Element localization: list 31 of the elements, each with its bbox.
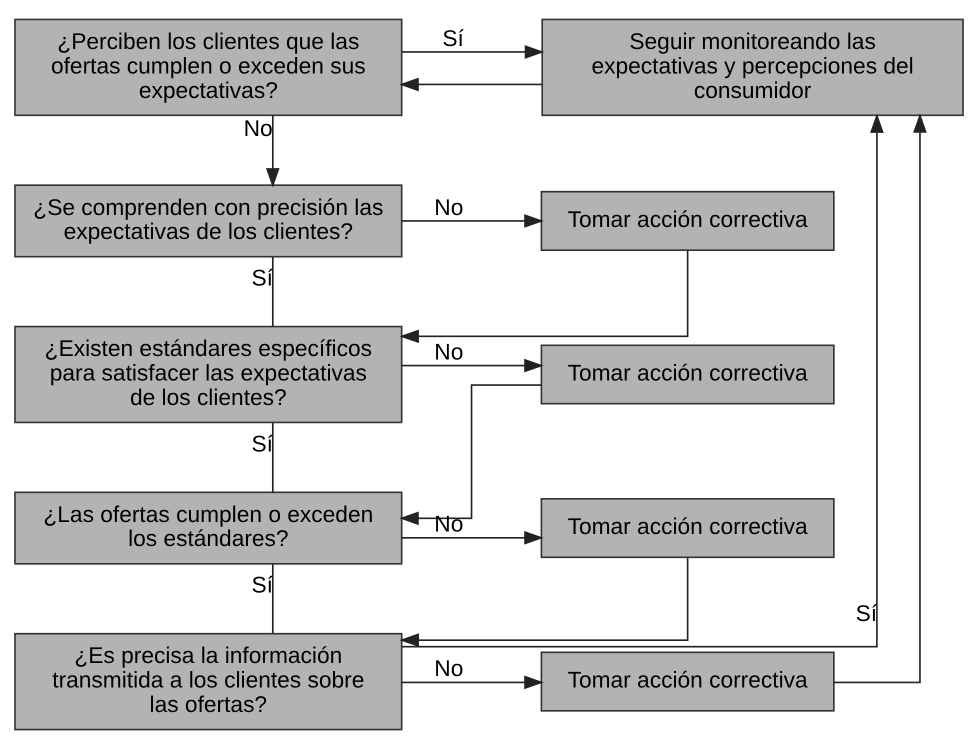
connector xyxy=(272,564,274,634)
arrow xyxy=(399,384,542,526)
edge-label: No xyxy=(434,655,464,682)
node-box: Tomar acción correctiva xyxy=(540,652,835,712)
node-box: ¿Las ofertas cumplen o exceden los estándares? xyxy=(14,491,402,565)
node-box: ¿Existen estándares específicos para satisfacer las expectativas de los clientes? xyxy=(14,326,402,424)
node-box: Tomar acción correctiva xyxy=(540,344,835,405)
arrow xyxy=(402,676,544,690)
connector xyxy=(272,422,274,492)
edge-label: Sí xyxy=(442,24,464,51)
arrow xyxy=(834,113,927,684)
arrow xyxy=(266,116,280,188)
connector xyxy=(272,257,274,326)
node-box: Tomar acción correctiva xyxy=(540,190,835,252)
arrow xyxy=(402,214,544,228)
arrow xyxy=(399,250,688,344)
arrow xyxy=(399,78,542,92)
edge-label: No xyxy=(434,194,464,220)
node-box: ¿Perciben los clientes que las ofertas cumplen o exceden sus expectativas? xyxy=(14,18,402,116)
node-box: ¿Se comprenden con precisión las expectativas de los clientes? xyxy=(14,184,402,258)
edge-label: No xyxy=(434,510,464,537)
node-box: Tomar acción correctiva xyxy=(540,498,835,558)
arrow xyxy=(399,558,688,647)
edge-label: No xyxy=(434,338,464,364)
node-box: ¿Es precisa la información transmitida a los clientes sobre las ofertas? xyxy=(14,632,402,730)
arrow xyxy=(402,358,544,372)
node-box: Seguir monitoreando las expectativas y percepciones del consumidor xyxy=(541,18,964,116)
arrow xyxy=(402,113,884,648)
arrow xyxy=(402,530,544,545)
arrow xyxy=(402,45,544,59)
edge-label: No xyxy=(244,115,273,142)
